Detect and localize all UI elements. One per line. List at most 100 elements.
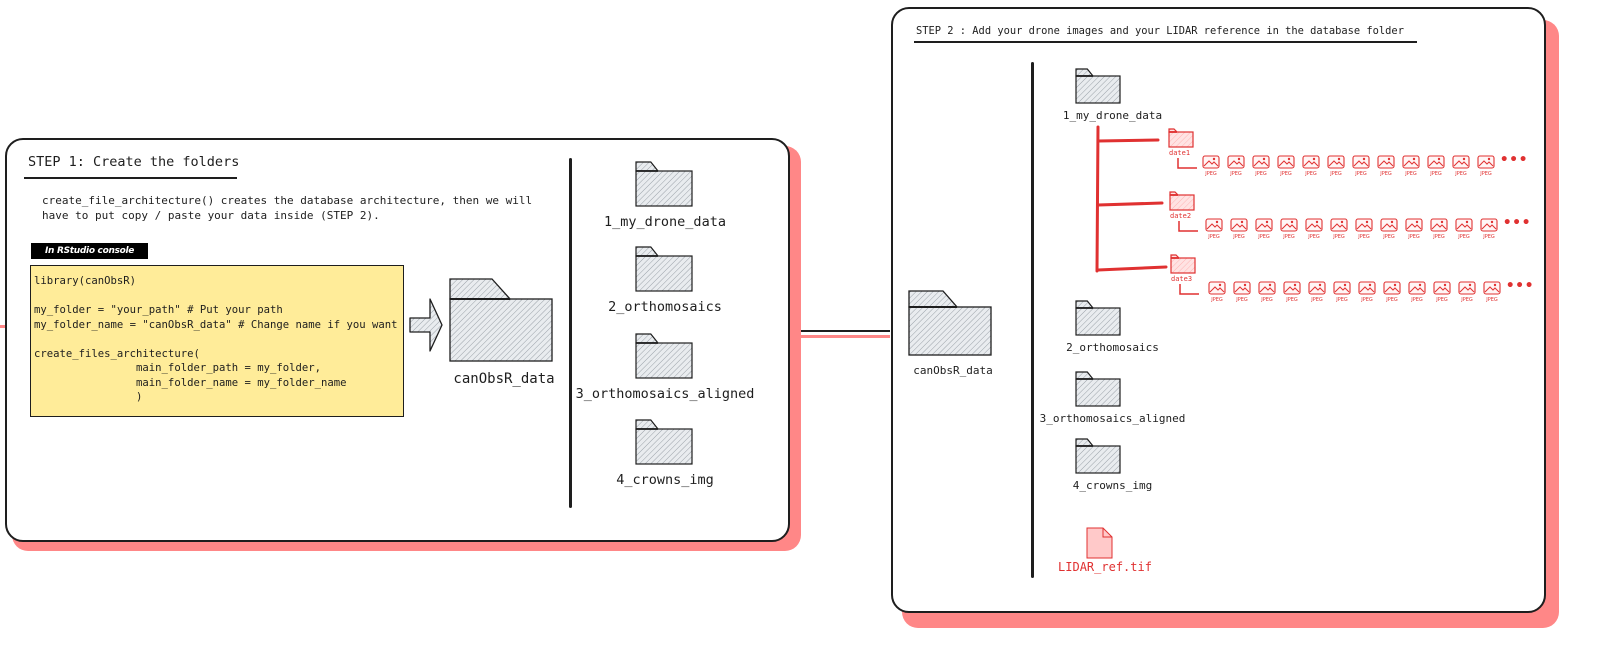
image-file-label: JPEG [1305, 171, 1317, 177]
image-file-label: JPEG [1458, 234, 1470, 240]
image-file-label: JPEG [1211, 297, 1223, 303]
image-file-icon [1277, 155, 1295, 169]
more-images-indicator: ••• [1503, 215, 1532, 231]
step1-title: STEP 1: Create the folders [28, 154, 240, 170]
image-file-icon [1302, 155, 1320, 169]
lidar-file-label: LIDAR_ref.tif [1058, 560, 1152, 574]
date-folder-icon [1169, 191, 1195, 211]
image-file-icon [1452, 155, 1470, 169]
image-file-label: JPEG [1386, 297, 1398, 303]
image-file-icon [1255, 218, 1273, 232]
image-file-label: JPEG [1433, 234, 1445, 240]
image-file-icon [1477, 155, 1495, 169]
step2-root-folder-icon [908, 290, 992, 356]
code-line: ) [34, 391, 143, 403]
date-tree-lines [1095, 125, 1168, 273]
more-images-indicator: ••• [1500, 152, 1529, 168]
code-line: my_folder_name = "canObsR_data" # Change… [34, 318, 398, 331]
date-folder-icon [1168, 128, 1194, 148]
subfolder-icon [635, 161, 693, 207]
image-file-icon [1333, 281, 1351, 295]
subfolder-label: 1_my_drone_data [604, 214, 726, 230]
image-file-label: JPEG [1330, 171, 1342, 177]
image-file-label: JPEG [1333, 234, 1345, 240]
subfolder-label: 4_crowns_img [1072, 479, 1153, 492]
image-file-icon [1202, 155, 1220, 169]
step1-description: create_file_architecture() creates the d… [42, 194, 533, 222]
step2-card [891, 7, 1546, 613]
image-file-icon [1355, 218, 1373, 232]
step2-root-folder-label: canObsR_data [913, 364, 993, 377]
connector-line-shadow [795, 335, 890, 338]
image-file-label: JPEG [1436, 297, 1448, 303]
step2-divider [1031, 62, 1034, 578]
subfolder-icon [635, 333, 693, 379]
image-file-icon [1230, 218, 1248, 232]
image-file-label: JPEG [1355, 171, 1367, 177]
image-file-label: JPEG [1258, 234, 1270, 240]
step1-divider [569, 158, 572, 508]
step1-title-underline [24, 177, 237, 179]
image-file-label: JPEG [1311, 297, 1323, 303]
subfolder-label: 2_orthomosaics [1066, 341, 1159, 354]
code-line: library(canObsR) [34, 275, 137, 287]
subfolder-label: 4_crowns_img [616, 472, 714, 488]
subfolder-icon [635, 419, 693, 465]
image-file-label: JPEG [1380, 171, 1392, 177]
image-file-icon [1402, 155, 1420, 169]
subfolder-icon [1075, 371, 1121, 407]
image-file-label: JPEG [1486, 297, 1498, 303]
date-folder-label: date3 [1171, 275, 1193, 283]
image-file-label: JPEG [1483, 234, 1495, 240]
image-file-icon [1352, 155, 1370, 169]
subfolder-icon [1075, 300, 1121, 336]
image-file-label: JPEG [1408, 234, 1420, 240]
step2-title: STEP 2 : Add your drone images and your … [916, 25, 1404, 37]
image-file-icon [1208, 281, 1226, 295]
image-file-icon [1258, 281, 1276, 295]
left-connector-line [0, 325, 6, 328]
code-line: main_folder_name = my_folder_name [34, 376, 347, 389]
elbow-connector [1178, 221, 1198, 232]
image-file-label: JPEG [1411, 297, 1423, 303]
subfolder-label: 3_orthomosaics_aligned [575, 386, 755, 402]
image-file-label: JPEG [1230, 171, 1242, 177]
subfolder-icon [1075, 68, 1121, 104]
image-file-label: JPEG [1233, 234, 1245, 240]
image-file-icon [1405, 218, 1423, 232]
image-file-icon [1458, 281, 1476, 295]
subfolder-icon [1075, 438, 1121, 474]
elbow-connector [1179, 284, 1199, 295]
image-file-label: JPEG [1283, 234, 1295, 240]
image-file-icon [1455, 218, 1473, 232]
image-file-icon [1358, 281, 1376, 295]
image-file-icon [1380, 218, 1398, 232]
image-file-label: JPEG [1358, 234, 1370, 240]
root-folder-icon [449, 278, 553, 362]
image-file-label: JPEG [1208, 234, 1220, 240]
image-file-label: JPEG [1236, 297, 1248, 303]
lidar-file-icon [1086, 527, 1113, 559]
date-folder-label: date2 [1170, 212, 1192, 220]
subfolder-label: 1_my_drone_data [1062, 109, 1163, 122]
image-file-label: JPEG [1430, 171, 1442, 177]
image-file-icon [1483, 281, 1501, 295]
image-file-label: JPEG [1405, 171, 1417, 177]
date-folder-label: date1 [1169, 149, 1191, 157]
image-file-label: JPEG [1383, 234, 1395, 240]
image-file-label: JPEG [1205, 171, 1217, 177]
date-folder-icon [1170, 254, 1196, 274]
image-file-label: JPEG [1308, 234, 1320, 240]
image-file-icon [1305, 218, 1323, 232]
image-file-label: JPEG [1280, 171, 1292, 177]
code-line [34, 289, 400, 304]
image-file-icon [1205, 218, 1223, 232]
code-line: main_folder_path = my_folder, [34, 362, 322, 374]
image-file-icon [1377, 155, 1395, 169]
subfolder-label: 3_orthomosaics_aligned [1039, 412, 1186, 425]
image-file-label: JPEG [1361, 297, 1373, 303]
connector-line [790, 330, 890, 332]
image-file-label: JPEG [1455, 171, 1467, 177]
step2-title-underline [914, 41, 1417, 43]
image-file-label: JPEG [1261, 297, 1273, 303]
